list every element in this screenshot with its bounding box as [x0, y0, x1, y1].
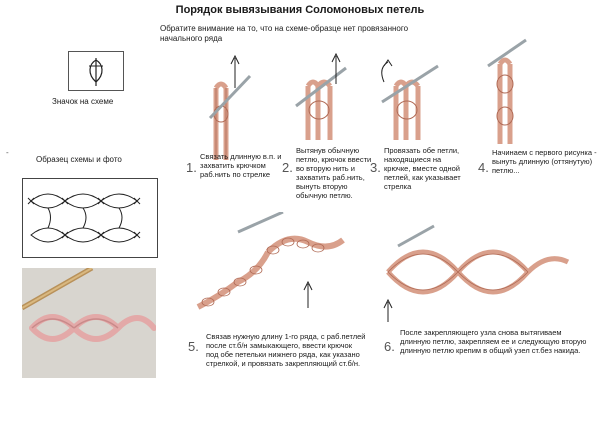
symbol-box	[68, 51, 124, 91]
step-2-text: Вытянув обычную петлю, крючок ввести во …	[296, 146, 372, 200]
step-4-number: 4.	[478, 160, 489, 175]
step-4-illustration	[487, 38, 527, 144]
step-3-text: Провязать обе петли, находящиеся на крюч…	[384, 146, 461, 191]
step-1-text: Связать длинную в.п. и захватить крючком…	[200, 152, 282, 179]
dash-mark: -	[6, 148, 9, 157]
page-title: Порядок вывязывания Соломоновых петель	[175, 4, 425, 16]
step-2-number: 2.	[282, 160, 293, 175]
sample-photo	[22, 268, 156, 378]
step-6-number: 6.	[384, 339, 395, 354]
step-1-number: 1.	[186, 160, 197, 175]
step-3-number: 3.	[370, 160, 381, 175]
step-1-illustration	[208, 54, 252, 160]
scheme-note: Обратите внимание на то, что на схеме-об…	[160, 24, 409, 43]
symbol-caption: Значок на схеме	[52, 97, 114, 106]
step-6-illustration	[383, 224, 570, 322]
solomon-stitch-symbol-icon	[89, 58, 103, 86]
step-3-illustration	[381, 59, 439, 140]
step-5-illustration	[196, 212, 345, 310]
step-4-text: Начинаем с первого рисунка - вынуть длин…	[492, 148, 597, 175]
step-5-number: 5.	[188, 339, 199, 354]
scheme-sample-diagram	[22, 178, 158, 258]
step-5-text: Связав нужную длину 1-го ряда, с раб.пет…	[206, 332, 366, 368]
step-2-illustration	[295, 52, 347, 140]
step-6-text: После закрепляющего узла снова вытягивае…	[400, 328, 587, 355]
sample-caption: Образец схемы и фото	[36, 155, 122, 164]
